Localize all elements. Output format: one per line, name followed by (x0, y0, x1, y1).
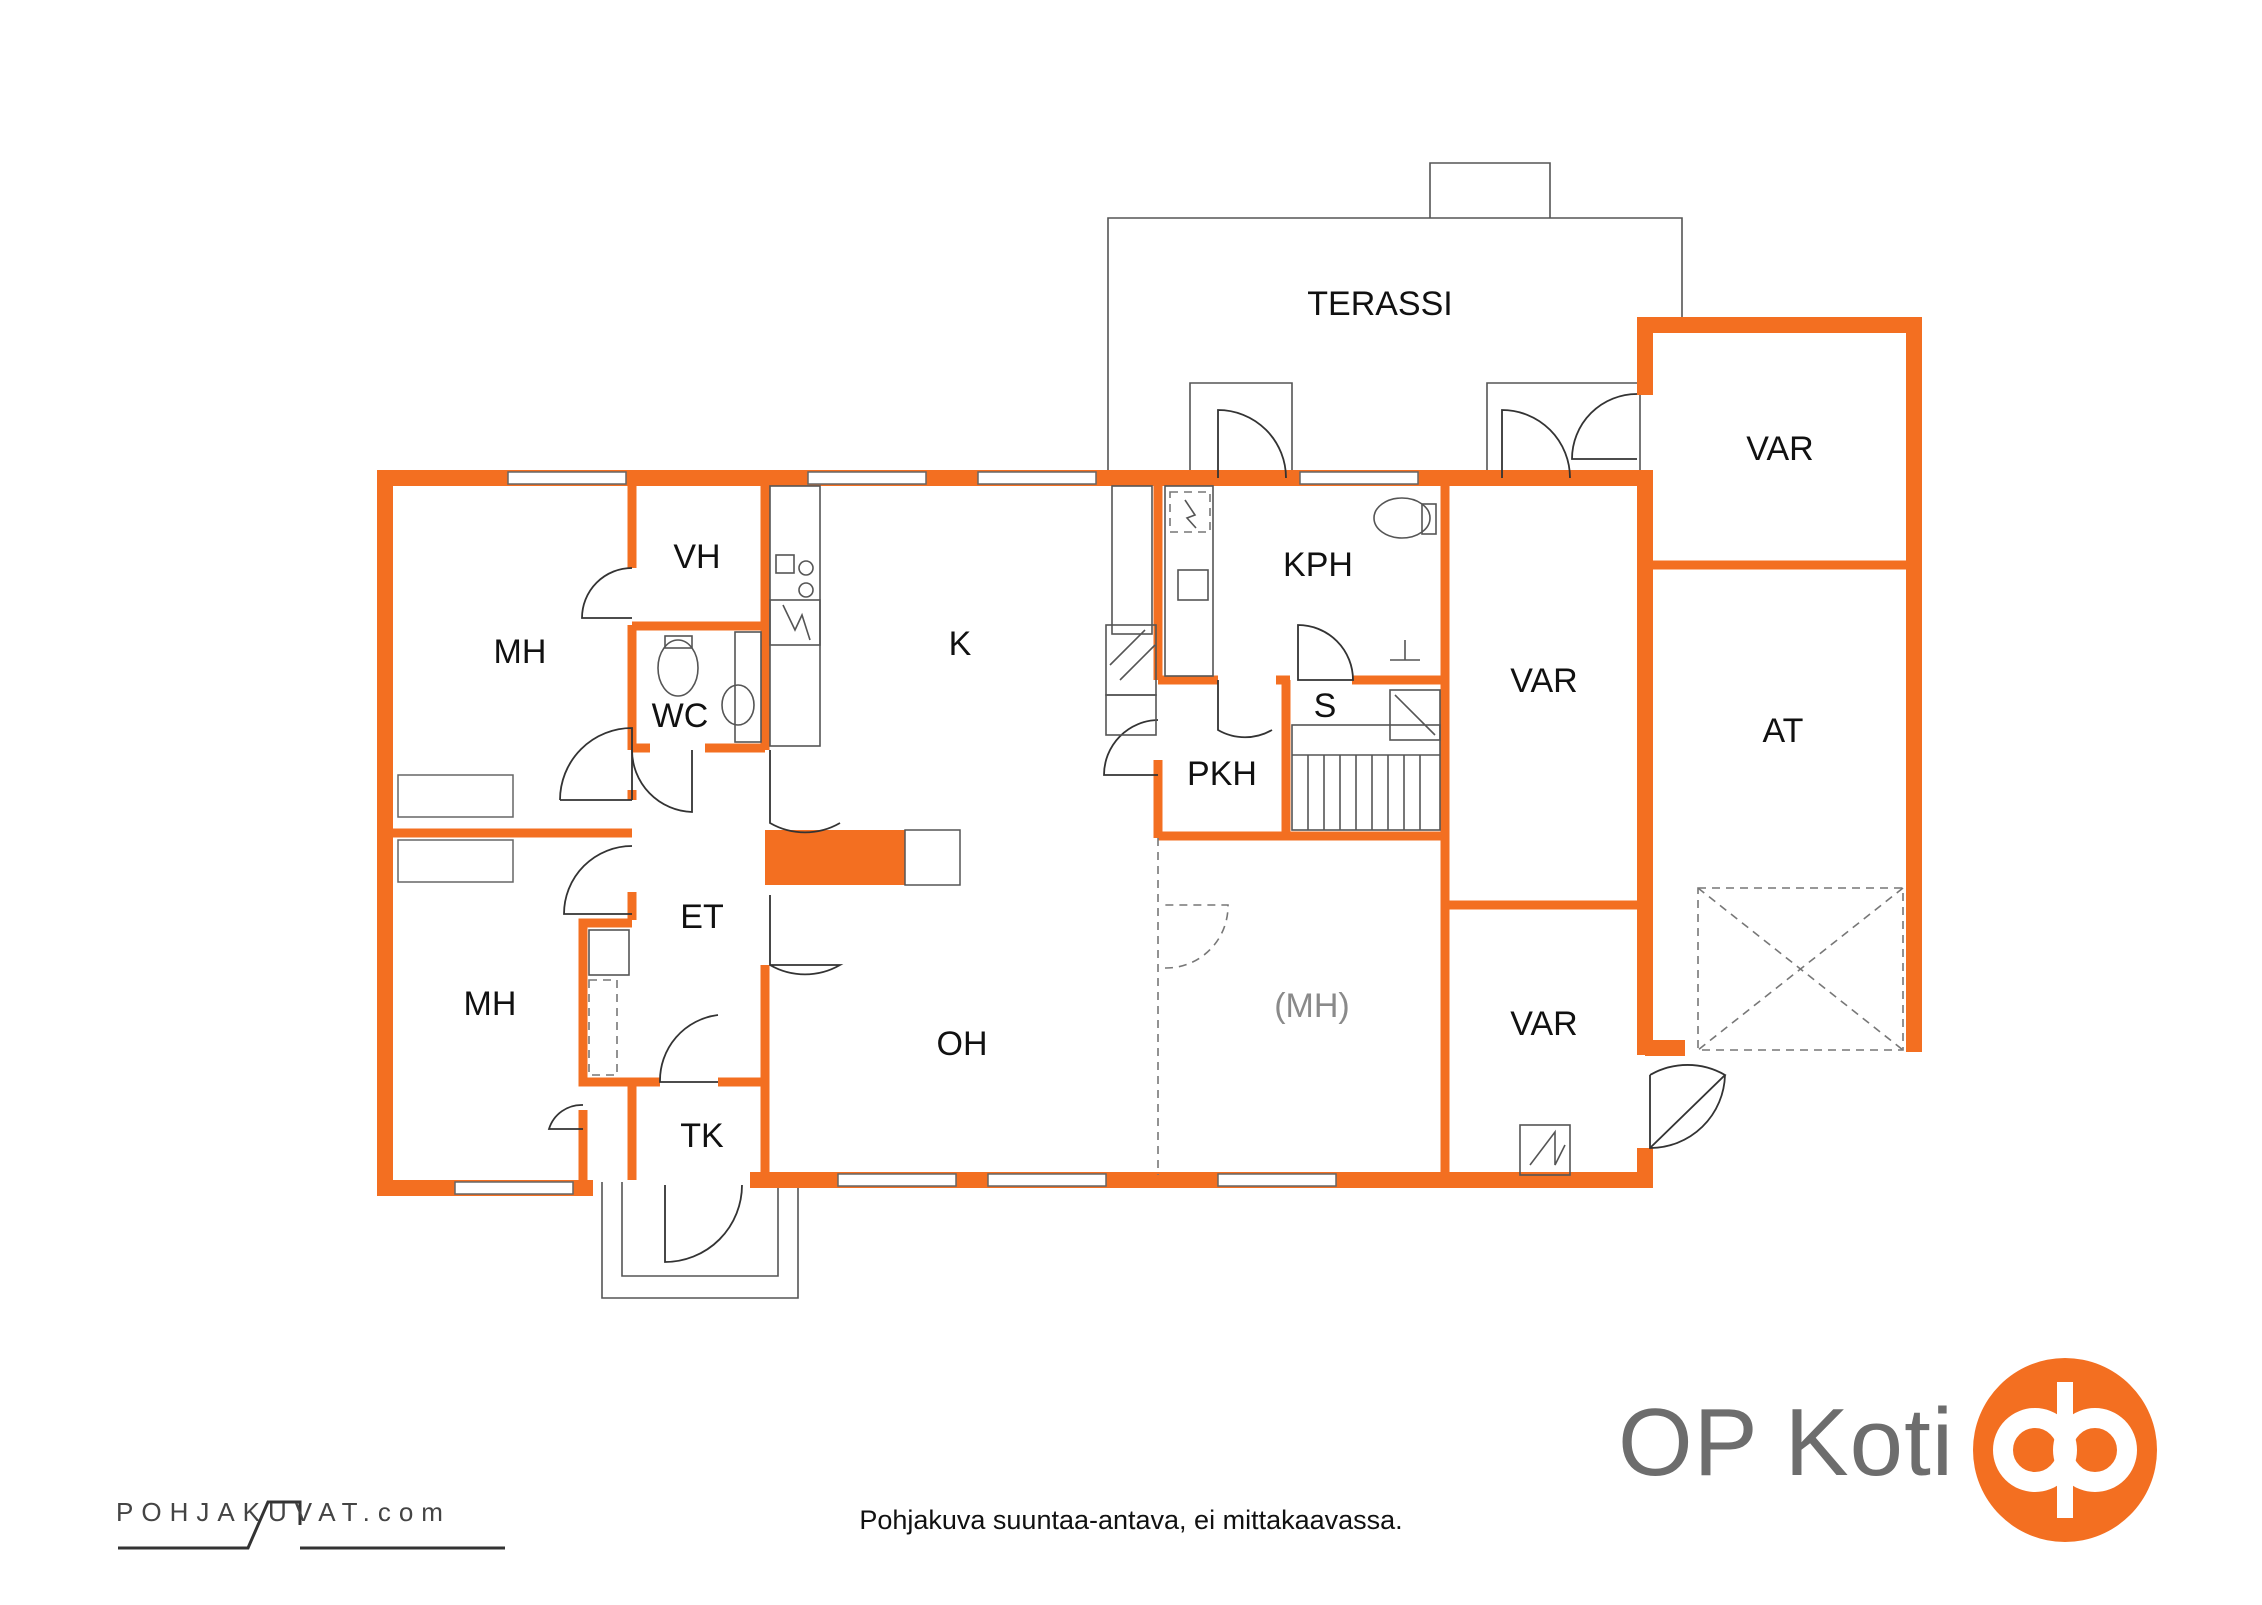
entrance-porch (601, 1182, 799, 1299)
room-label-mh-optional: (MH) (1274, 987, 1350, 1025)
outer-walls (377, 317, 1922, 1196)
credit-logo-text: POHJAKUVAT.com (116, 1497, 451, 1527)
room-label-tk: TK (680, 1117, 724, 1155)
room-label-var-top: VAR (1746, 430, 1813, 468)
windows (397, 471, 1419, 1195)
room-label-k: K (949, 625, 972, 663)
pohjakuvat-credit: POHJAKUVAT.com (116, 1497, 451, 1528)
disclaimer: Pohjakuva suuntaa-antava, ei mittakaavas… (859, 1505, 1403, 1535)
room-label-at: AT (1763, 712, 1804, 750)
op-logo-icon (1973, 1358, 2157, 1542)
room-labels: TERASSI VAR KPH VH MH K WC VAR AT S PKH … (464, 285, 1814, 1155)
room-label-vh: VH (673, 538, 720, 576)
room-label-mh-bottom: MH (464, 985, 517, 1023)
pohjakuvat-logo (118, 1500, 505, 1550)
room-label-s: S (1314, 687, 1337, 725)
room-label-pkh: PKH (1187, 755, 1257, 793)
room-label-wc: WC (652, 697, 709, 735)
fixtures (588, 485, 1904, 1176)
room-label-terassi: TERASSI (1307, 285, 1452, 323)
brand-name: OP Koti (1618, 1389, 1955, 1496)
room-label-var-mid: VAR (1510, 662, 1577, 700)
terrace (1107, 162, 1683, 478)
inner-walls (385, 478, 1914, 1188)
doors (547, 393, 1727, 1263)
room-label-mh-top: MH (494, 633, 547, 671)
room-label-et: ET (680, 898, 723, 936)
room-label-oh: OH (937, 1025, 988, 1063)
room-label-var-bottom: VAR (1510, 1005, 1577, 1043)
room-label-kph: KPH (1283, 546, 1353, 584)
